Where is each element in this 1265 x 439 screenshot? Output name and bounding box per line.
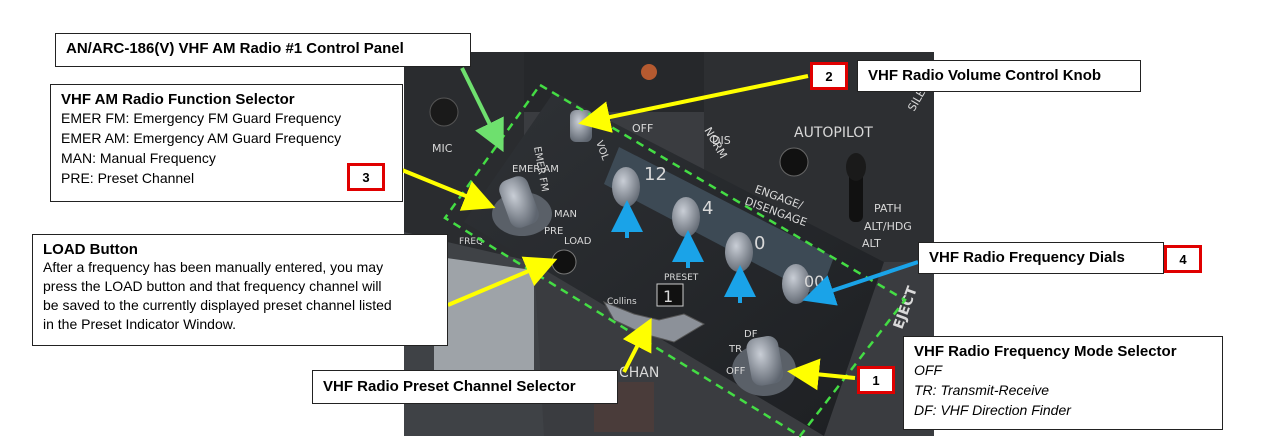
load-button-title: LOAD Button [43, 241, 138, 258]
panel-preset-value: 1 [663, 287, 673, 306]
load-button-line: in the Preset Indicator Window. [43, 316, 236, 332]
panel-label-preset: PRESET [664, 273, 699, 283]
arrow-panel-title [460, 67, 504, 153]
freq-dial-3-shape [725, 232, 753, 272]
mode-selector-line: OFF [914, 362, 942, 378]
callout-preset-selector: VHF Radio Preset Channel Selector [312, 370, 618, 404]
arrow-frequency-dials [802, 260, 919, 306]
number-badge-2: 2 [810, 62, 848, 90]
panel-label-df: DF [744, 329, 758, 340]
function-selector-title: VHF AM Radio Function Selector [61, 91, 295, 108]
function-selector-line: EMER AM: Emergency AM Guard Frequency [61, 130, 342, 146]
freq-dial-2-shape [672, 197, 700, 237]
panel-label-mode-off: OFF [726, 366, 746, 377]
frequency-dials-text: VHF Radio Frequency Dials [929, 249, 1125, 266]
arrow-load-button [447, 256, 558, 307]
panel-dial-value-4: 4 [702, 198, 713, 219]
number-badge-4: 4 [1164, 245, 1202, 273]
number-badge-1: 1 [857, 366, 895, 394]
callout-volume-knob: VHF Radio Volume Control Knob [857, 60, 1141, 92]
panel-title-text: AN/ARC-186(V) VHF AM Radio #1 Control Pa… [66, 40, 404, 57]
callout-frequency-dials: VHF Radio Frequency Dials [918, 242, 1164, 274]
load-button-line: be saved to the currently displayed pres… [43, 297, 392, 313]
preset-selector-text: VHF Radio Preset Channel Selector [323, 378, 576, 395]
panel-label-freq: FREQ [459, 237, 483, 247]
arrow-mode-selector [787, 358, 856, 391]
mode-selector-line: TR: Transmit-Receive [914, 382, 1050, 398]
function-knob-shape [499, 176, 539, 228]
mode-selector-title: VHF Radio Frequency Mode Selector [914, 343, 1177, 360]
panel-label-off: OFF [632, 122, 653, 135]
panel-label-alt-hdg: ALT/HDG [864, 220, 912, 233]
callout-function-selector: VHF AM Radio Function Selector EMER FM: … [50, 84, 403, 202]
volume-knob-text: VHF Radio Volume Control Knob [868, 67, 1102, 84]
preset-window-shape [656, 283, 684, 307]
callout-panel-title: AN/ARC-186(V) VHF AM Radio #1 Control Pa… [55, 33, 471, 67]
panel-label-emer-am: EMER AM [512, 164, 559, 175]
panel-label-load: LOAD [564, 236, 592, 247]
panel-label-alt: ALT [862, 237, 881, 250]
panel-label-collins: Collins [607, 297, 637, 307]
panel-dial-value-0: 0 [754, 233, 765, 254]
callout-mode-selector: VHF Radio Frequency Mode Selector OFF TR… [903, 336, 1223, 430]
freq-dial-1-shape [612, 167, 640, 207]
arrow-volume-knob [578, 74, 809, 133]
panel-label-dis: DIS [712, 134, 731, 147]
load-button-line: press the LOAD button and that frequency… [43, 278, 382, 294]
radio-outline-dashed [443, 83, 907, 438]
panel-label-path: PATH [874, 202, 902, 215]
function-selector-line: PRE: Preset Channel [61, 170, 195, 186]
function-selector-line: MAN: Manual Frequency [61, 150, 216, 166]
panel-label-autopilot: AUTOPILOT [794, 125, 873, 141]
function-selector-line: EMER FM: Emergency FM Guard Frequency [61, 110, 342, 126]
panel-label-chan: CHAN [619, 365, 659, 381]
callout-load-button: LOAD Button After a frequency has been m… [32, 234, 448, 346]
number-badge-3: 3 [347, 163, 385, 191]
mode-knob-shape [746, 336, 784, 386]
panel-label-man: MAN [554, 209, 577, 220]
load-button-line: After a frequency has been manually ente… [43, 259, 384, 275]
panel-label-mic: MIC [432, 142, 453, 155]
panel-label-tr: TR [728, 344, 742, 355]
arrow-preset-selector [622, 317, 652, 373]
panel-dial-value-12: 12 [644, 164, 667, 185]
mode-selector-line: DF: VHF Direction Finder [914, 402, 1071, 418]
panel-label-pre: PRE [544, 226, 563, 237]
arrow-function-selector [401, 168, 496, 211]
